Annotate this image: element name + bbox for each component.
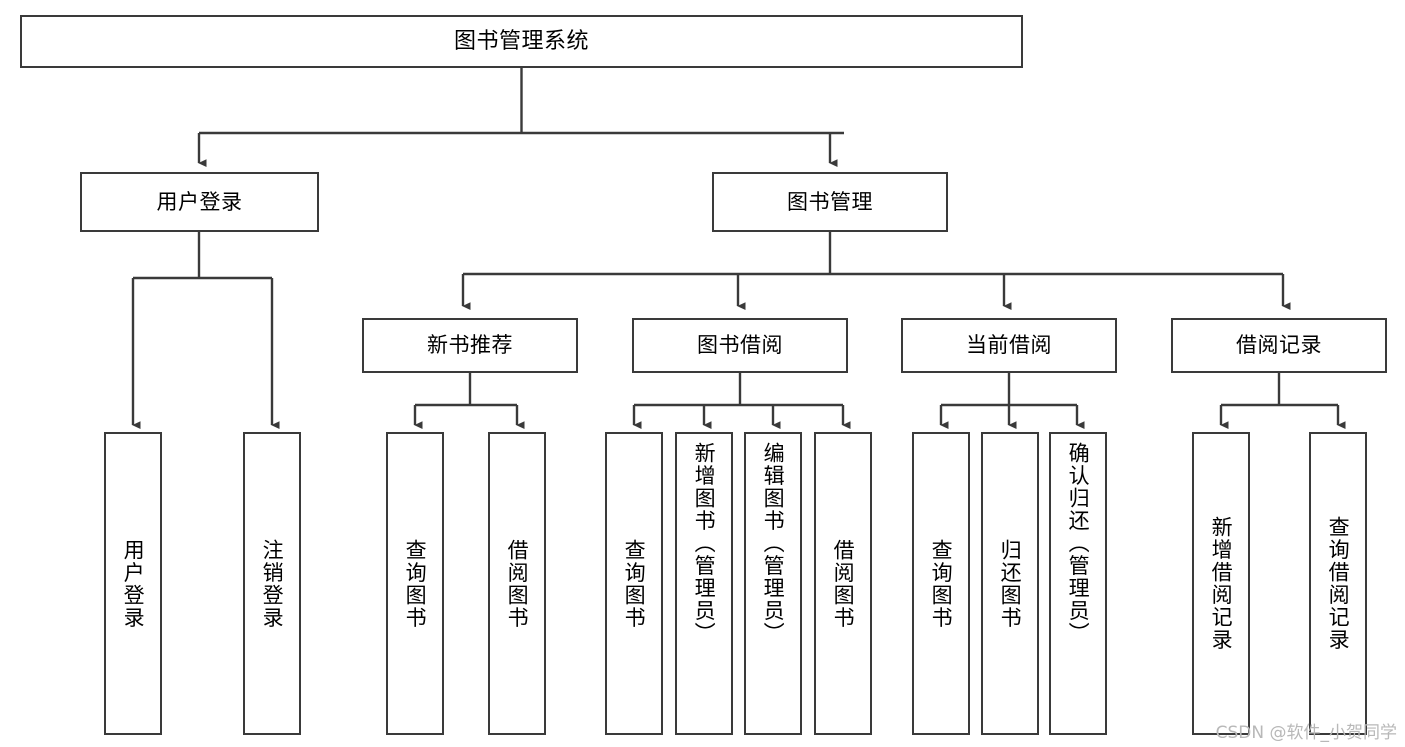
node-label: 查询图书 bbox=[403, 538, 428, 629]
node-leaf-query-book-recommend[interactable]: 查询图书 bbox=[386, 432, 444, 735]
node-label: 注销登录 bbox=[260, 538, 285, 629]
node-label: 图书借阅 bbox=[697, 333, 783, 358]
node-current-borrow[interactable]: 当前借阅 bbox=[901, 318, 1117, 373]
node-label: 借阅图书 bbox=[831, 538, 856, 629]
node-leaf-logout-login[interactable]: 注销登录 bbox=[243, 432, 301, 735]
node-borrow-record[interactable]: 借阅记录 bbox=[1171, 318, 1387, 373]
node-label: 新增图书（管理员） bbox=[692, 442, 717, 645]
node-user-login[interactable]: 用户登录 bbox=[80, 172, 319, 232]
node-label: 归还图书 bbox=[998, 538, 1023, 629]
node-label: 新书推荐 bbox=[427, 333, 513, 358]
node-label: 借阅记录 bbox=[1236, 333, 1322, 358]
node-leaf-return-book[interactable]: 归还图书 bbox=[981, 432, 1039, 735]
node-leaf-query-borrow-record[interactable]: 查询借阅记录 bbox=[1309, 432, 1367, 735]
node-label: 查询图书 bbox=[622, 538, 647, 629]
node-leaf-add-borrow-record[interactable]: 新增借阅记录 bbox=[1192, 432, 1250, 735]
node-leaf-borrow-book[interactable]: 借阅图书 bbox=[814, 432, 872, 735]
node-label: 图书管理 bbox=[787, 189, 873, 214]
node-leaf-add-book-admin[interactable]: 新增图书（管理员） bbox=[675, 432, 733, 735]
node-label: 用户登录 bbox=[121, 538, 146, 629]
node-new-book-recommend[interactable]: 新书推荐 bbox=[362, 318, 578, 373]
node-label: 编辑图书（管理员） bbox=[761, 442, 786, 645]
node-book-borrow[interactable]: 图书借阅 bbox=[632, 318, 848, 373]
node-label: 查询图书 bbox=[929, 538, 954, 629]
node-root-book-management-system[interactable]: 图书管理系统 bbox=[20, 15, 1023, 68]
node-leaf-query-book-borrow[interactable]: 查询图书 bbox=[605, 432, 663, 735]
node-label: 借阅图书 bbox=[505, 538, 530, 629]
node-label: 新增借阅记录 bbox=[1209, 516, 1234, 651]
node-leaf-confirm-return-admin[interactable]: 确认归还（管理员） bbox=[1049, 432, 1107, 735]
node-leaf-user-login[interactable]: 用户登录 bbox=[104, 432, 162, 735]
node-label: 确认归还（管理员） bbox=[1066, 442, 1091, 645]
node-label: 查询借阅记录 bbox=[1326, 516, 1351, 651]
node-label: 图书管理系统 bbox=[453, 28, 589, 54]
node-book-management[interactable]: 图书管理 bbox=[712, 172, 948, 232]
node-label: 用户登录 bbox=[156, 189, 243, 214]
node-label: 当前借阅 bbox=[966, 333, 1052, 358]
node-leaf-borrow-book-recommend[interactable]: 借阅图书 bbox=[488, 432, 546, 735]
csdn-watermark: CSDN @软件_小贺同学 bbox=[1215, 723, 1397, 743]
node-leaf-query-book-current[interactable]: 查询图书 bbox=[912, 432, 970, 735]
node-leaf-edit-book-admin[interactable]: 编辑图书（管理员） bbox=[744, 432, 802, 735]
